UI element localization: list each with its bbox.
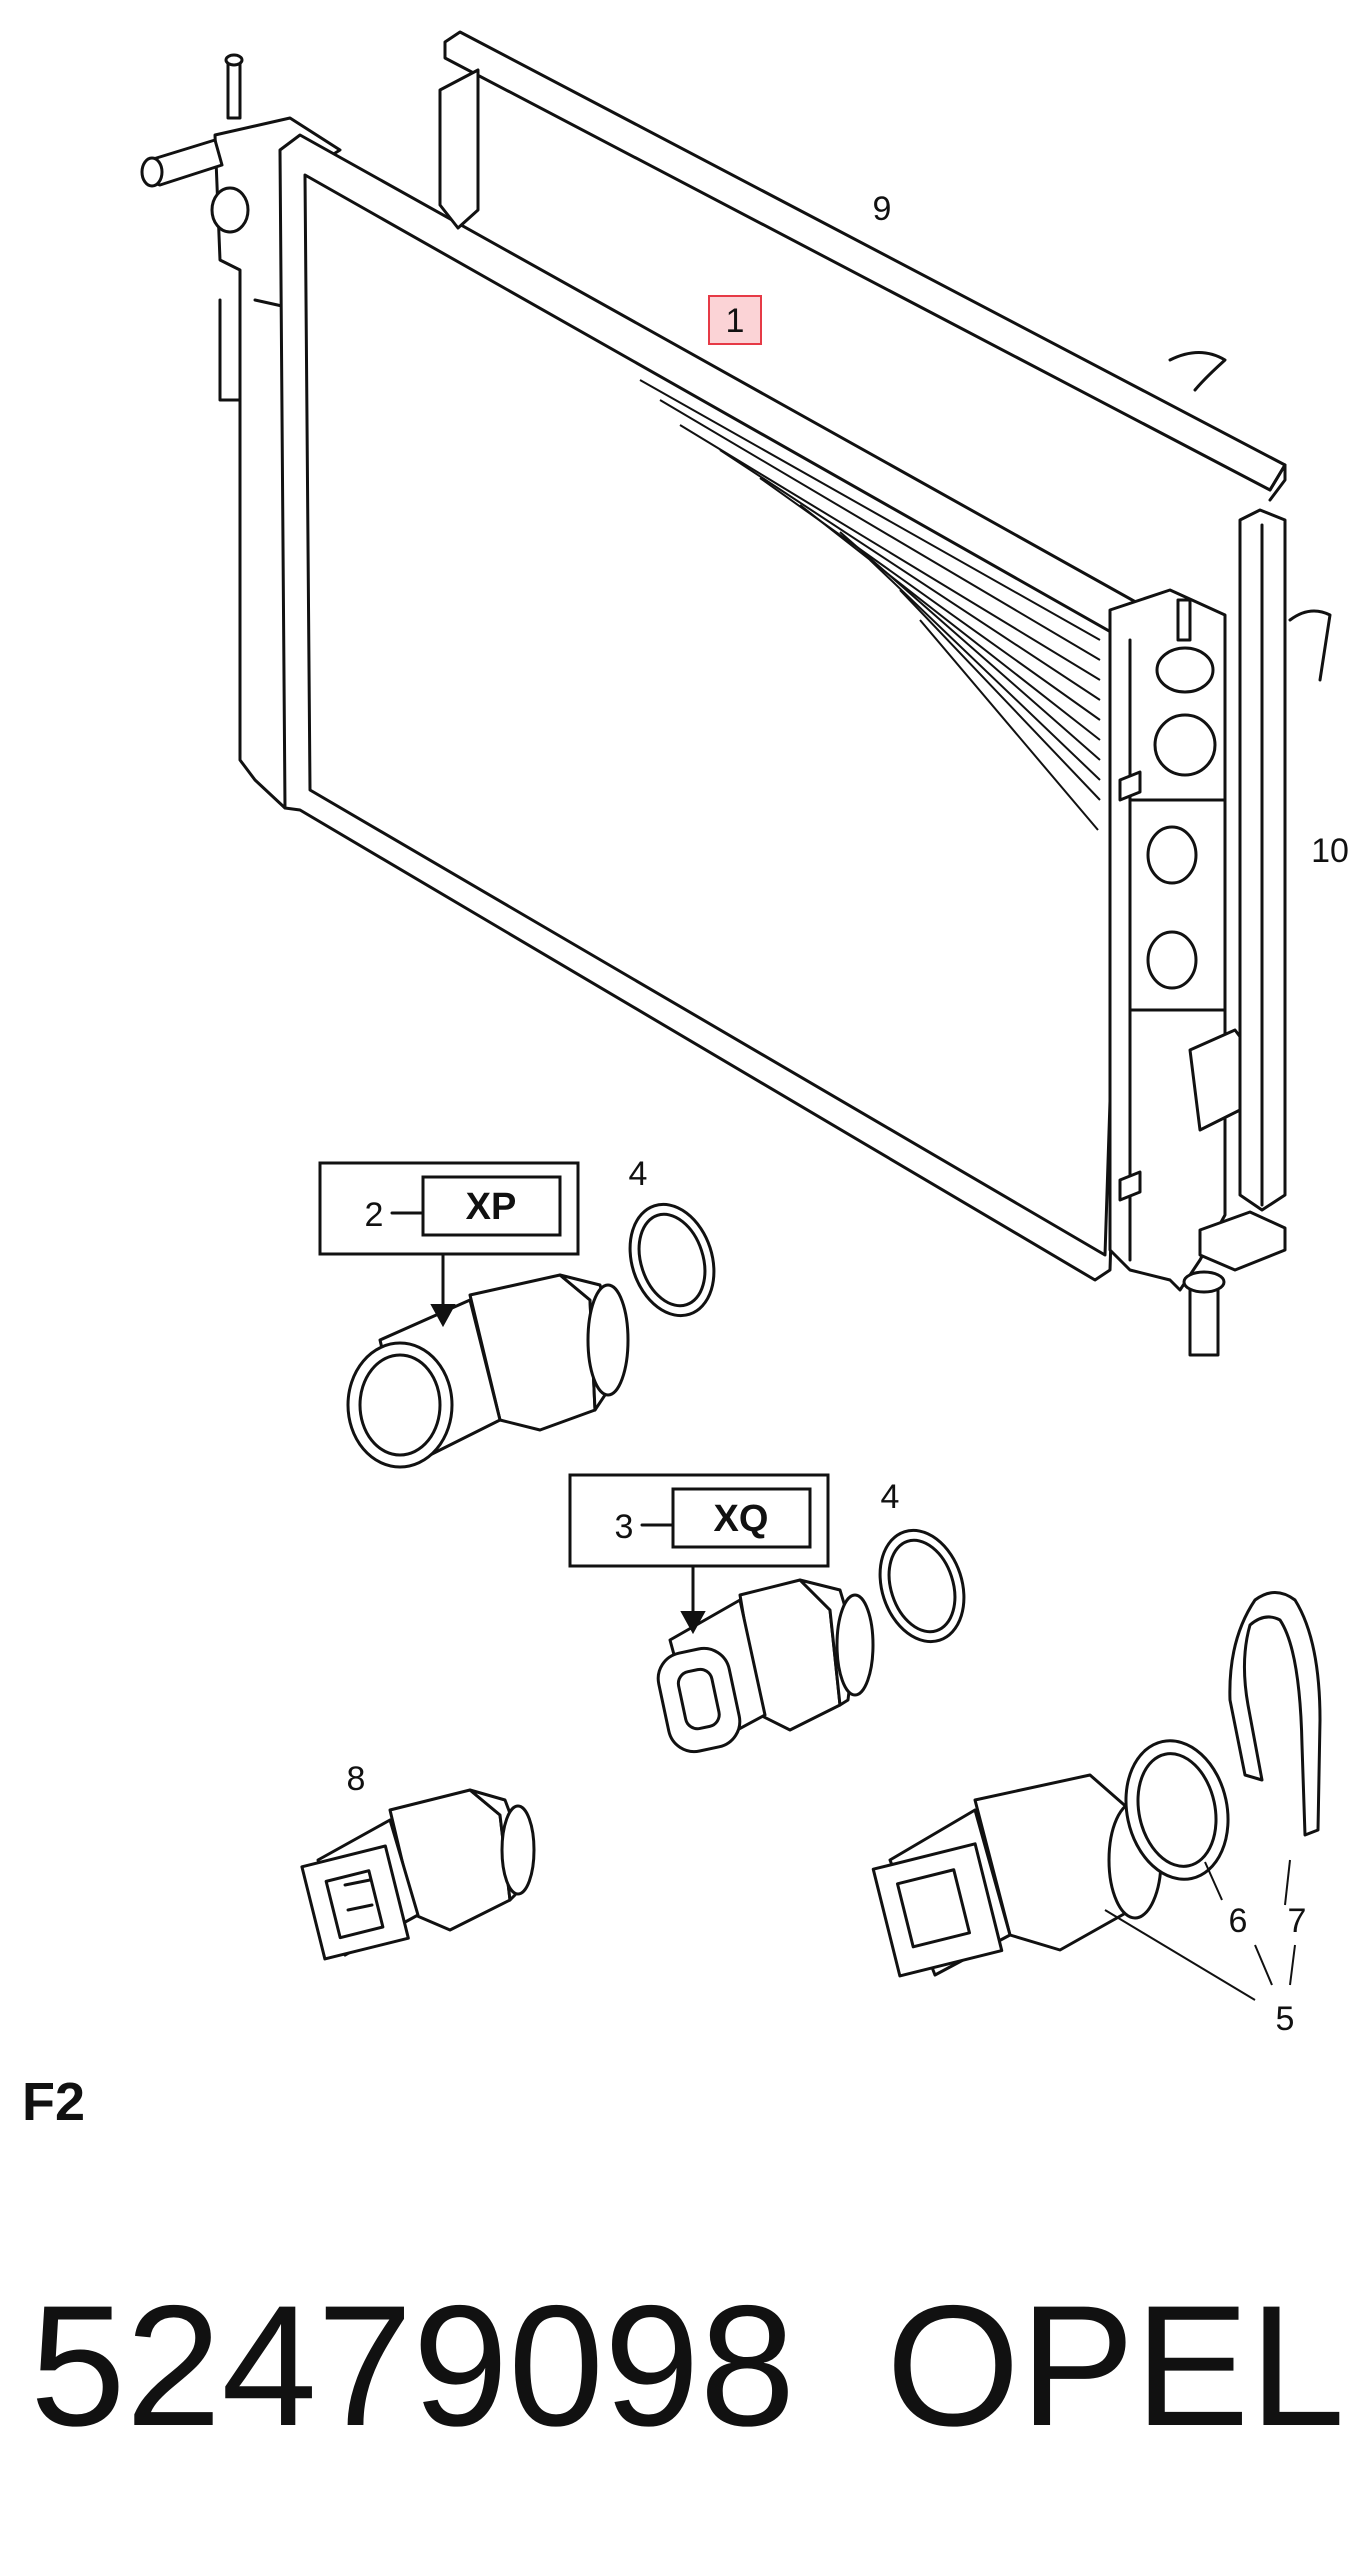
sensor-xq-drawing: [656, 1578, 875, 1754]
callout-10: 10: [1311, 832, 1349, 870]
section-label: F2: [22, 2072, 85, 2132]
callout-2: 2: [365, 1196, 384, 1234]
variant-code-xq: XQ: [714, 1498, 769, 1540]
xp-callout: 2 XP: [318, 1161, 580, 1328]
xq-callout: 3 XQ: [568, 1473, 830, 1635]
switch-assembly-drawing: [871, 1773, 1163, 1978]
callout-4b: 4: [881, 1478, 900, 1516]
callout-9: 9: [873, 190, 892, 228]
callout-4a: 4: [629, 1155, 648, 1193]
leader-lines: [1104, 1859, 1296, 2001]
brand-name: OPEL: [886, 2270, 1345, 2462]
callout-6: 6: [1229, 1902, 1248, 1940]
part-number: 52479098: [30, 2270, 795, 2462]
radiator-highlight-box: [708, 295, 762, 345]
callout-5: 5: [1276, 2000, 1295, 2038]
side-strip-drawing: [1198, 508, 1332, 1272]
seal-b-drawing: [878, 1528, 966, 1644]
callout-3: 3: [615, 1508, 634, 1546]
radiator-drawing: [140, 53, 1252, 1357]
variant-code-xp: XP: [466, 1186, 517, 1228]
callout-7: 7: [1288, 1902, 1307, 1940]
upper-strip-drawing: [438, 30, 1287, 502]
switch-small-drawing: [300, 1788, 536, 1961]
callout-8: 8: [347, 1760, 366, 1798]
seal-a-drawing: [628, 1202, 716, 1318]
retaining-clip-drawing: [1228, 1591, 1322, 1837]
sensor-xp-drawing: [346, 1273, 630, 1469]
callout-1: 1: [726, 302, 745, 340]
